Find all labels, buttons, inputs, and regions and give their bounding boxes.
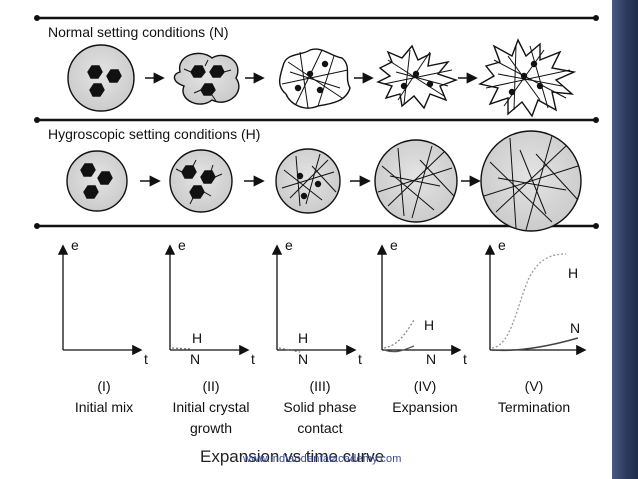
graph-3-curve <box>278 347 301 353</box>
graph-3-n-label: N <box>298 351 308 367</box>
normal-stage-4-illustration <box>376 44 459 110</box>
hygro-stage-1-illustration <box>66 150 128 212</box>
stage-5-roman: (V) <box>525 378 544 394</box>
graph-4-curve-n <box>383 345 415 353</box>
graph-4-x-label: t <box>463 351 467 367</box>
watermark-url: www.indiandentalacademy.com <box>243 453 402 465</box>
stage-3-line1: Solid phase <box>283 399 356 415</box>
graph-5-h-label: H <box>568 265 578 281</box>
hygro-stage-3-illustration <box>275 148 341 214</box>
divider-lines <box>37 16 596 228</box>
graph-4-curve-h <box>383 319 415 349</box>
normal-stage-2-illustration <box>173 52 240 105</box>
stage-2-line2: growth <box>190 420 232 436</box>
graph-1-y-label: e <box>71 237 79 253</box>
graphs <box>57 244 587 356</box>
normal-stage-1-illustration <box>67 44 135 112</box>
stage-4-line1: Expansion <box>392 399 457 415</box>
hygro-row-title: Hygroscopic setting conditions (H) <box>48 126 260 142</box>
hygro-stage-5-illustration <box>480 130 582 232</box>
graph-2-curve <box>171 347 191 350</box>
normal-row-stages <box>67 38 577 118</box>
stage-5-line1: Termination <box>498 399 570 415</box>
stage-3-line2: contact <box>297 420 342 436</box>
graph-5-curve-h <box>491 253 567 349</box>
graph-1-axes <box>57 244 143 356</box>
stage-1-line1: Initial mix <box>75 399 133 415</box>
graph-3-axes <box>271 244 357 356</box>
curve-labels: H N H N H N H N <box>190 265 580 367</box>
graph-2-y-label: e <box>178 237 186 253</box>
graph-3-h-label: H <box>298 330 308 346</box>
normal-stage-5-illustration <box>478 38 577 118</box>
stage-4-roman: (IV) <box>414 378 437 394</box>
graph-2-n-label: N <box>190 351 200 367</box>
stage-captions: (I) Initial mix (II) Initial crystal gro… <box>75 378 570 436</box>
graph-4-y-label: e <box>390 237 398 253</box>
hygro-stage-2-illustration <box>169 149 233 213</box>
normal-row-title: Normal setting conditions (N) <box>48 24 229 40</box>
normal-stage-3-illustration <box>278 48 351 109</box>
graph-3-x-label: t <box>358 351 362 367</box>
graph-3-y-label: e <box>285 237 293 253</box>
graph-4-n-label: N <box>426 351 436 367</box>
slide-edge-bar <box>612 0 638 479</box>
footer-title: Expansion vs time curve <box>200 447 385 466</box>
axis-labels: e t e t e t e t e t <box>71 237 506 367</box>
graph-2-axes <box>164 244 250 356</box>
graph-5-y-label: e <box>498 237 506 253</box>
stage-3-roman: (III) <box>310 378 331 394</box>
stage-2-roman: (II) <box>202 378 219 394</box>
stage-1-roman: (I) <box>97 378 110 394</box>
graph-1-x-label: t <box>144 351 148 367</box>
hygro-row-stages <box>66 130 582 232</box>
graph-5-curve-n <box>491 337 579 352</box>
graph-2-h-label: H <box>192 330 202 346</box>
graph-5-n-label: N <box>570 320 580 336</box>
stage-2-line1: Initial crystal <box>172 399 249 415</box>
graph-2-x-label: t <box>251 351 255 367</box>
hygro-stage-4-illustration <box>374 139 458 223</box>
graph-4-h-label: H <box>424 317 434 333</box>
graph-4-axes <box>376 244 462 356</box>
divider-dots <box>34 15 599 229</box>
